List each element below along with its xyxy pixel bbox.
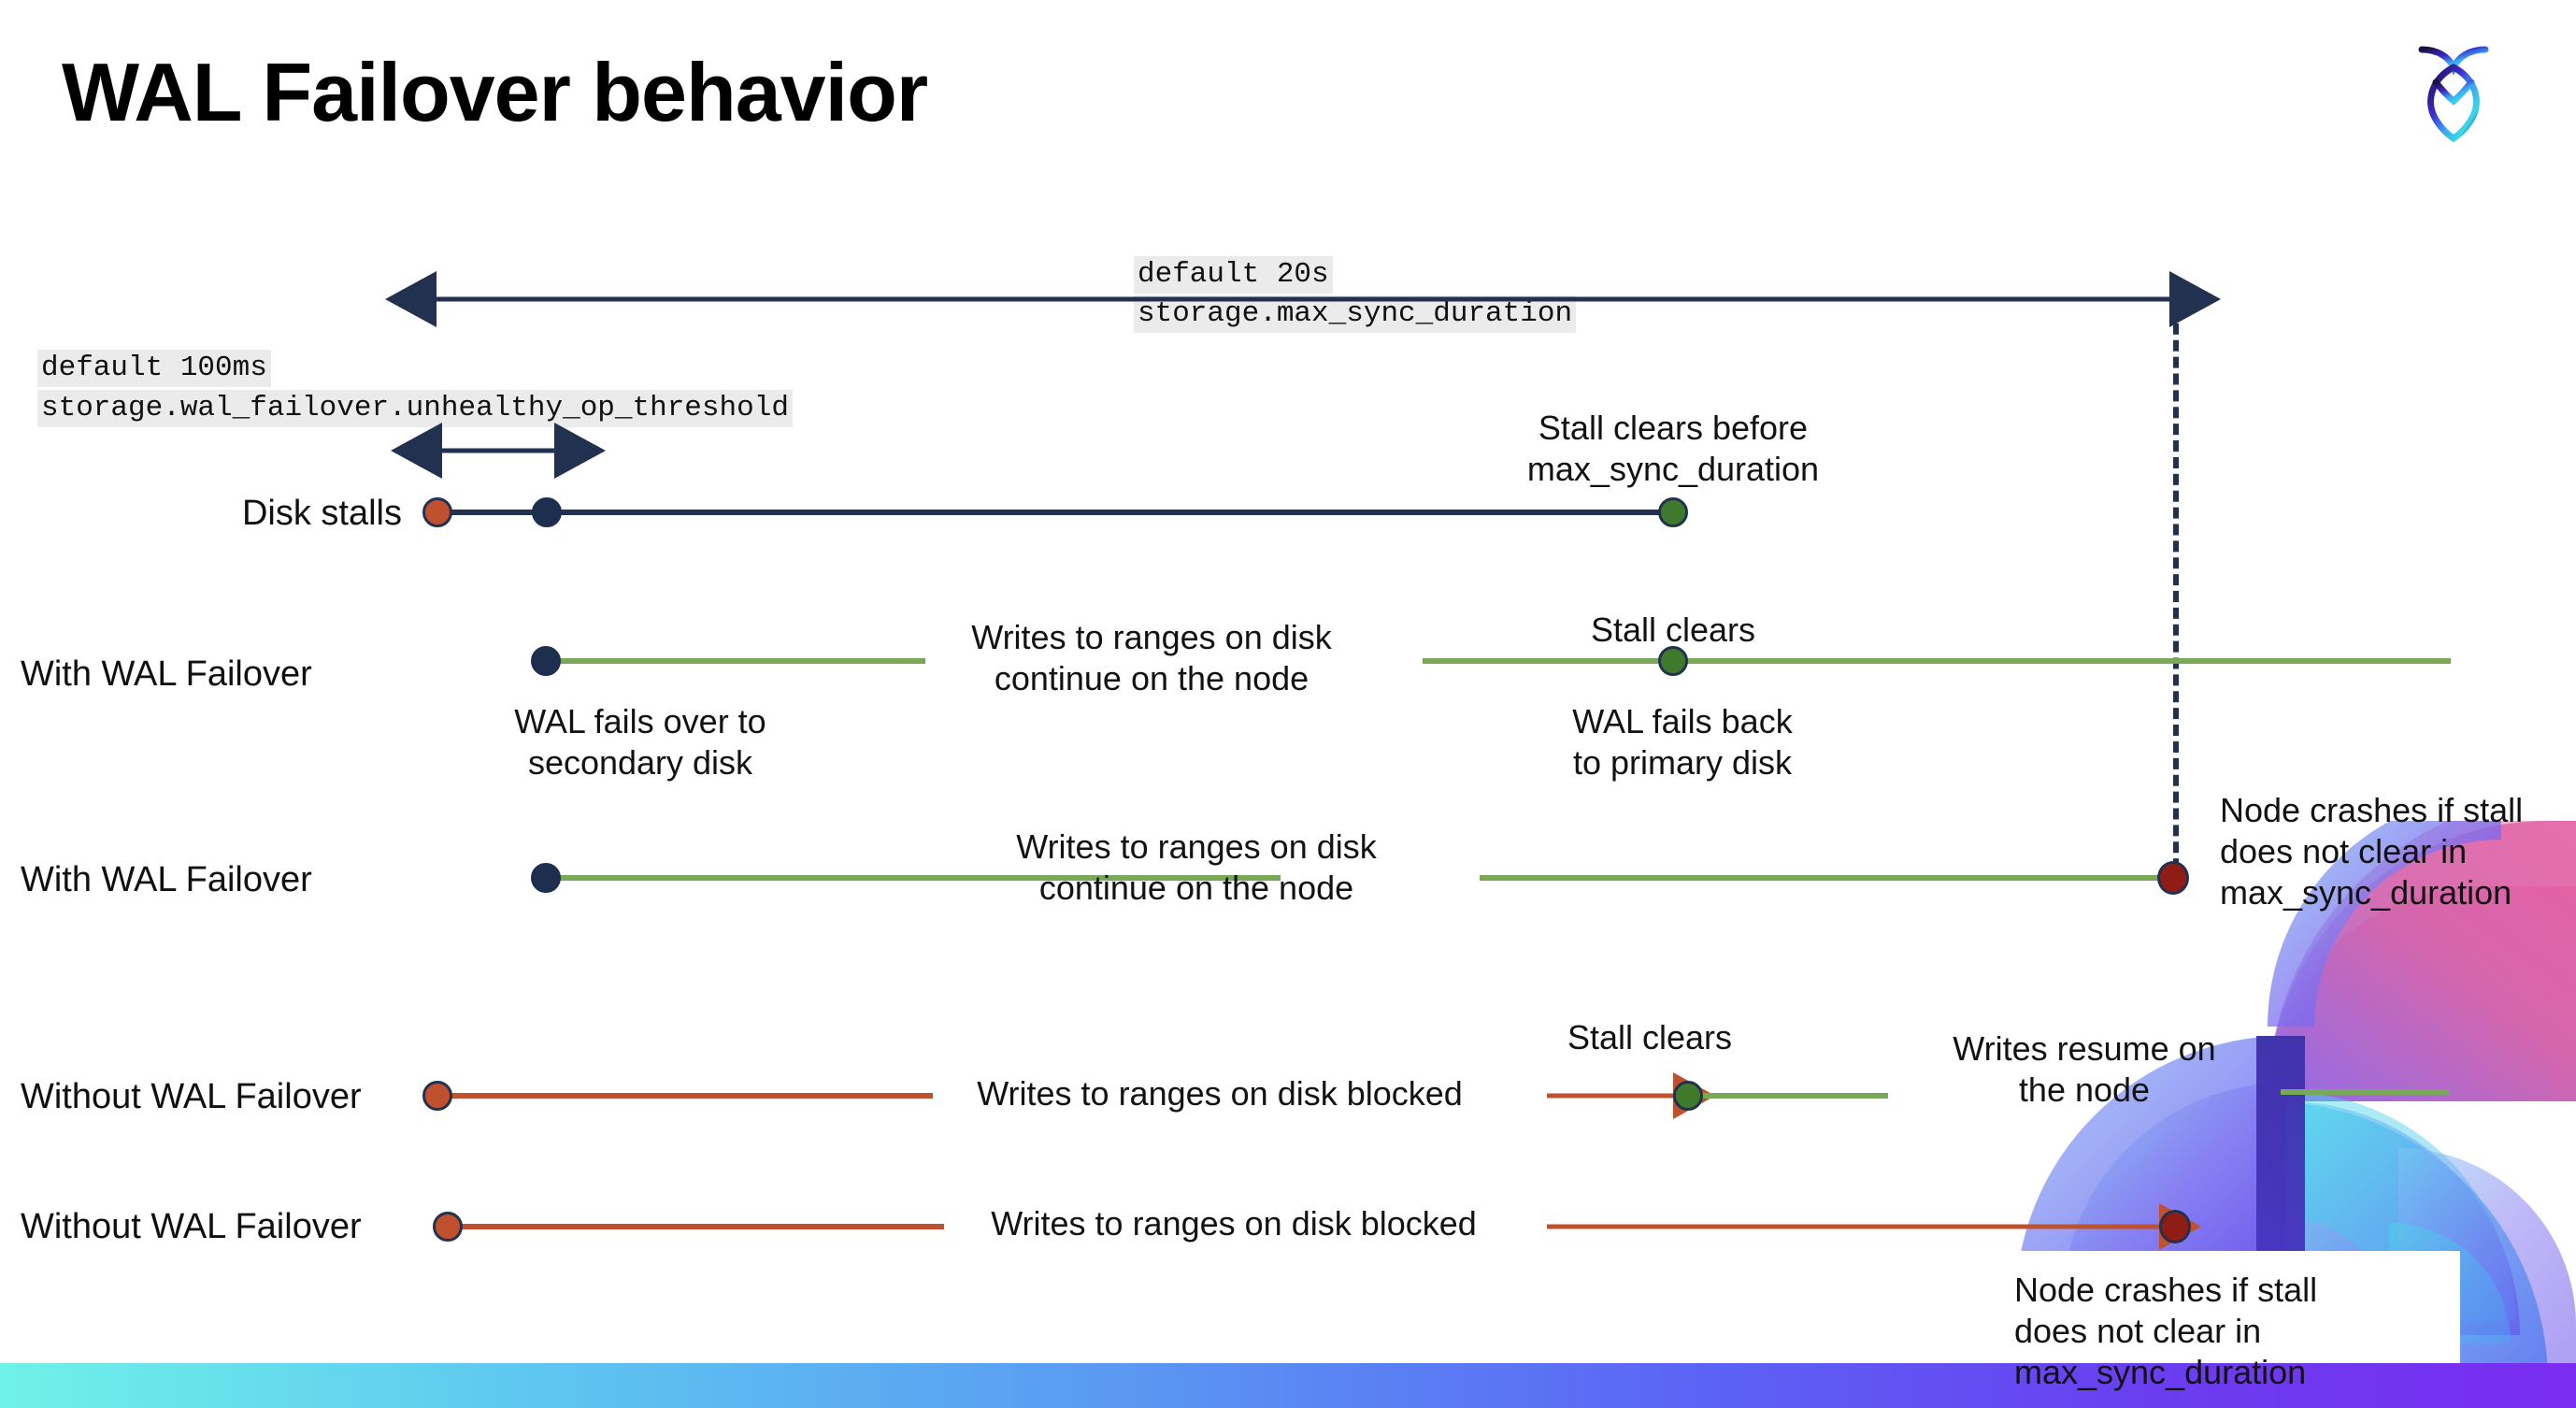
annotation-stall-clears-2: Stall clears <box>1567 1018 1733 1056</box>
disk-stalls-timeline <box>437 510 1671 515</box>
disk-stall-failover-dot <box>532 497 562 527</box>
without-failover-crash-dot <box>2159 1210 2191 1243</box>
cockroachdb-logo-icon <box>2393 26 2514 148</box>
setting-max-sync-duration-name: storage.max_sync_duration <box>1134 295 1577 333</box>
setting-unhealthy-op-threshold-default: default 100ms <box>37 350 271 387</box>
wal-failover-start-dot-1 <box>531 646 561 676</box>
setting-unhealthy-op-threshold-name: storage.wal_failover.unhealthy_op_thresh… <box>37 390 793 427</box>
row-label-without-wal-failover-2: Without WAL Failover <box>21 1207 362 1246</box>
row-label-disk-stalls: Disk stalls <box>241 494 402 533</box>
row-label-with-wal-failover-1: With WAL Failover <box>21 654 312 694</box>
without-failover-resume-line-1 <box>1701 1093 1888 1099</box>
without-failover-stall-clear-dot-1 <box>1673 1081 1703 1111</box>
logo-svg <box>2418 46 2489 143</box>
annotation-wal-fails-back: WAL fails back to primary disk <box>1572 702 1793 782</box>
wal-failover-crash-dot <box>2157 861 2189 895</box>
row-label-without-wal-failover-1: Without WAL Failover <box>21 1077 362 1116</box>
wal-failover-line-2b <box>1480 875 2169 881</box>
without-failover-stall-start-dot-1 <box>422 1081 452 1111</box>
disk-stall-clear-dot <box>1658 497 1688 527</box>
annotation-writes-continue-2: Writes to ranges on disk continue on the… <box>1016 827 1377 907</box>
without-failover-resume-line-1b <box>2281 1089 2449 1095</box>
setting-max-sync-duration-default: default 20s <box>1134 256 1333 294</box>
wal-failover-line-1b <box>1423 658 2451 664</box>
disk-stall-start-dot <box>422 497 452 527</box>
annotation-wal-fails-over: WAL fails over to secondary disk <box>514 702 766 782</box>
without-failover-blocked-line-2 <box>458 1224 944 1229</box>
annotation-node-crashes-2: Node crashes if stall does not clear in … <box>2014 1271 2318 1391</box>
page-title: WAL Failover behavior <box>62 46 928 138</box>
wal-failover-line-2a <box>547 875 1281 881</box>
annotation-stall-clears-1: Stall clears <box>1590 611 1756 649</box>
row-label-with-wal-failover-2: With WAL Failover <box>21 860 312 899</box>
annotation-writes-resume: Writes resume on the node <box>1953 1029 2216 1109</box>
annotation-node-crashes-1: Node crashes if stall does not clear in … <box>2220 791 2524 912</box>
annotation-writes-continue-1: Writes to ranges on disk continue on the… <box>971 618 1332 697</box>
wal-failover-stall-clear-dot-1 <box>1658 646 1688 676</box>
bottom-gradient-bar <box>0 1363 2576 1408</box>
annotation-stall-clears-before: Stall clears before max_sync_duration <box>1526 409 1820 488</box>
without-failover-blocked-line-1 <box>447 1093 933 1099</box>
annotation-writes-blocked-2: Writes to ranges on disk blocked <box>991 1204 1477 1243</box>
annotation-writes-blocked-1: Writes to ranges on disk blocked <box>977 1074 1463 1113</box>
wal-failover-start-dot-2 <box>531 863 561 893</box>
without-failover-stall-start-dot-2 <box>433 1212 463 1242</box>
max-sync-duration-dashed-connector <box>2173 307 2179 886</box>
wal-failover-line-1a <box>547 658 925 664</box>
